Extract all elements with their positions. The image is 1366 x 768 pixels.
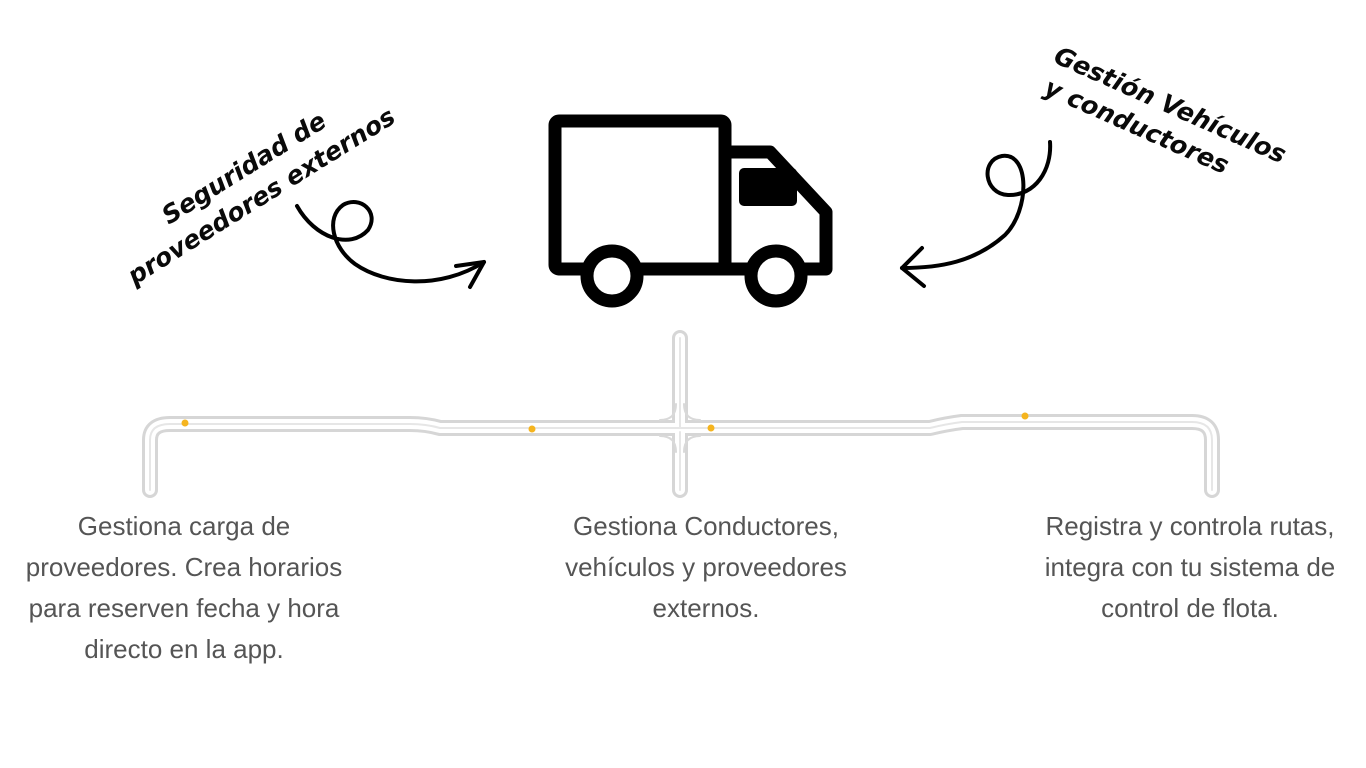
feature-description-1: Gestiona carga de proveedores. Crea hora…: [25, 511, 343, 664]
feature-description-2: Gestiona Conductores, vehículos y provee…: [565, 511, 847, 623]
marker-dots: [181, 412, 1029, 433]
curly-arrow-right-icon: [900, 140, 1053, 288]
marker-dot: [528, 425, 536, 433]
connector-tracks: [142, 330, 1220, 498]
marker-dot: [1021, 412, 1029, 420]
delivery-truck-icon: [548, 114, 833, 308]
feature-description-3: Registra y controla rutas, integra con t…: [1044, 511, 1336, 623]
track-lane: [149, 337, 1213, 491]
marker-dot: [181, 419, 189, 427]
marker-dot: [707, 424, 715, 432]
curly-arrow-left-icon: [295, 200, 486, 289]
junction-curves: [659, 403, 701, 453]
